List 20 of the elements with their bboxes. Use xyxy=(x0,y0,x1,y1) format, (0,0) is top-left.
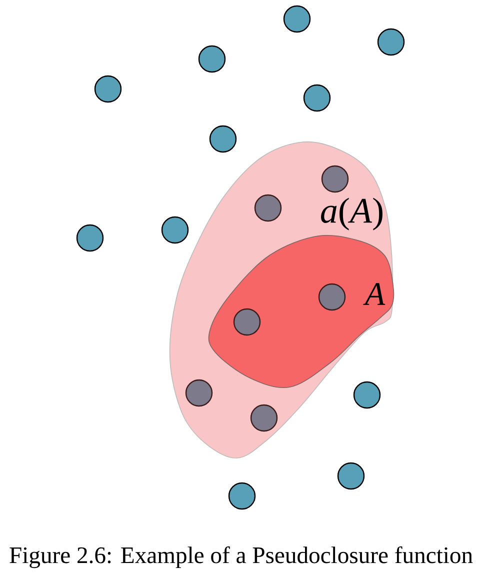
point xyxy=(198,45,226,73)
caption: Figure 2.6: Example of a Pseudoclosure function xyxy=(10,546,473,568)
point xyxy=(228,482,256,510)
point xyxy=(254,194,282,222)
point xyxy=(377,28,405,56)
point xyxy=(250,404,278,432)
point xyxy=(318,283,346,311)
point xyxy=(76,224,104,252)
point xyxy=(321,165,349,193)
point xyxy=(94,75,122,103)
point xyxy=(283,5,311,33)
point xyxy=(185,379,213,407)
point xyxy=(353,381,381,409)
region-label: A xyxy=(363,283,386,305)
point xyxy=(303,84,331,112)
point xyxy=(233,308,261,336)
point xyxy=(209,125,237,153)
point xyxy=(161,216,189,244)
point xyxy=(337,462,365,490)
region-label: a(A) xyxy=(321,198,382,230)
